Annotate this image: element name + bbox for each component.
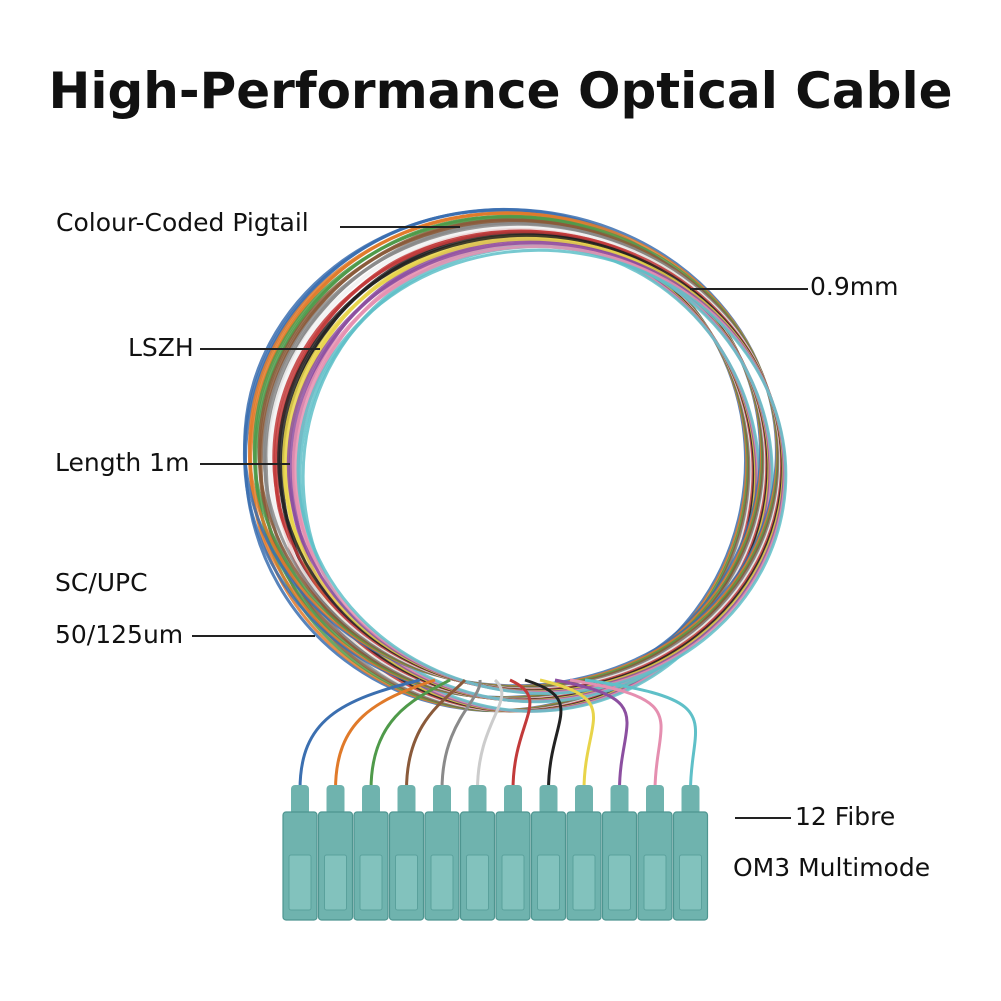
connector-latch — [324, 854, 347, 911]
label-pigtail: Colour-Coded Pigtail — [56, 208, 309, 237]
connector-latch — [643, 854, 667, 911]
fiber-loop — [264, 221, 753, 713]
label-material: LSZH — [128, 333, 194, 362]
page-title: High-Performance Optical Cable — [48, 62, 953, 120]
fiber-strand — [405, 678, 467, 791]
connector-latch — [679, 854, 702, 911]
fiber-strand — [298, 678, 421, 791]
leader-line-core — [192, 635, 315, 637]
connector-latch — [466, 854, 489, 911]
fiber-strand — [569, 678, 663, 791]
connector-boot — [575, 785, 593, 815]
fiber-strand — [524, 678, 563, 791]
label-diameter: 0.9mm — [810, 272, 899, 301]
connector-latch — [288, 854, 312, 911]
fiber-strand — [334, 678, 436, 791]
connector-latch — [430, 854, 454, 911]
connector-boot — [646, 785, 664, 815]
fiber-strand — [476, 678, 504, 791]
label-fibre-count: 12 Fibre — [795, 802, 896, 831]
connector-latch — [572, 854, 596, 911]
fiber-loop — [259, 218, 751, 713]
connector-boot — [468, 785, 487, 815]
fiber-strand — [539, 678, 595, 791]
connector-boot — [681, 785, 700, 815]
connector-boot — [326, 785, 345, 815]
label-length: Length 1m — [55, 448, 190, 477]
connector-latch — [395, 854, 418, 911]
connector-latch — [537, 854, 560, 911]
connector-latch — [501, 854, 525, 911]
connector-latch — [359, 854, 383, 911]
connector-boot — [433, 785, 451, 815]
leader-line-length — [200, 463, 290, 465]
connector-boot — [610, 785, 629, 815]
label-core: 50/125um — [55, 620, 184, 649]
connector-boot — [397, 785, 416, 815]
connector-boot — [539, 785, 558, 815]
connector-boot — [291, 785, 309, 815]
fiber-strand — [509, 678, 532, 791]
fiber-loop — [254, 215, 750, 713]
fiber-strand — [584, 678, 698, 791]
fiber-strand — [440, 679, 482, 791]
leader-line-diameter — [690, 288, 808, 290]
leader-line-material — [200, 348, 320, 350]
connector-latch — [608, 854, 631, 911]
connector-boot — [362, 785, 380, 815]
label-mode: OM3 Multimode — [733, 853, 931, 882]
label-connector: SC/UPC — [55, 568, 148, 597]
fiber-strand — [554, 678, 629, 791]
connector-boot — [504, 785, 522, 815]
fiber-strand — [369, 678, 451, 791]
leader-line-pigtail — [340, 226, 460, 228]
leader-line-fibre-count — [735, 817, 791, 819]
